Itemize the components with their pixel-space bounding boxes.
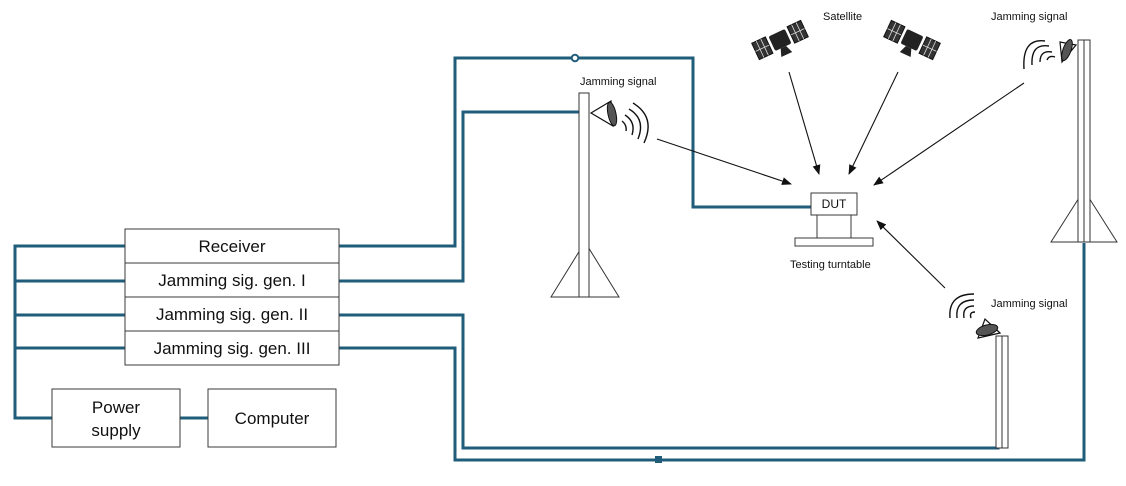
dut-label: DUT xyxy=(822,197,847,211)
jamming-gen-3-label: Jamming sig. gen. III xyxy=(154,339,311,358)
dut-box xyxy=(810,192,858,216)
jamming-signal-left-label: Jamming signal xyxy=(580,76,656,88)
cable-connector-bottom xyxy=(655,456,662,463)
power-supply-box xyxy=(51,388,181,448)
bottom-right-horn-antenna-icon xyxy=(975,317,1002,339)
jamming-gen-2-label: Jamming sig. gen. II xyxy=(156,305,308,324)
left-horn-antenna-icon xyxy=(589,99,618,128)
power-supply-label-line2: supply xyxy=(91,421,141,440)
jamming-signal-bottom-right-label: Jamming signal xyxy=(991,298,1067,310)
top-right-horn-antenna-icon xyxy=(1059,39,1078,64)
cable-connector-top xyxy=(570,53,580,63)
power-supply-block: Power supply xyxy=(51,388,181,448)
jamming-gen-1-label: Jamming sig. gen. I xyxy=(158,271,305,290)
arrow-bottom-right-jammer-to-dut xyxy=(876,220,946,289)
satellite-right-icon xyxy=(883,19,941,61)
bottom-right-antenna-mast xyxy=(995,335,1009,449)
computer-block: Computer xyxy=(207,388,337,448)
top-right-antenna-mast xyxy=(1050,39,1118,243)
arrow-left-jammer-to-dut xyxy=(656,138,792,185)
satellite-left-icon xyxy=(751,19,809,61)
signal-arrows xyxy=(656,71,1025,289)
computer-box xyxy=(207,388,337,448)
left-signal-waves-icon xyxy=(621,102,649,144)
gen2-antenna-cable xyxy=(339,313,1000,450)
gen1-antenna-cable xyxy=(339,110,589,283)
computer-label: Computer xyxy=(235,409,310,428)
testing-turntable: DUT xyxy=(794,192,874,247)
receiver-dut-cable xyxy=(339,56,811,248)
gen3-antenna-cable xyxy=(339,243,1086,462)
bottom-right-signal-waves-icon xyxy=(949,293,976,319)
jamming-gen-1-box xyxy=(124,262,340,298)
left-bus-cable xyxy=(13,244,125,420)
power-supply-label-line1: Power xyxy=(92,398,141,417)
satellite-label: Satellite xyxy=(823,11,862,23)
arrow-top-right-jammer-to-dut xyxy=(873,82,1025,186)
jamming-gen-2-box xyxy=(124,296,340,332)
arrow-satellite-left-to-dut xyxy=(788,71,821,175)
testing-turntable-label: Testing turntable xyxy=(790,259,871,271)
instrument-stack: Receiver Jamming sig. gen. I Jamming sig… xyxy=(124,228,340,366)
top-right-signal-waves-icon xyxy=(1023,40,1056,70)
jamming-signal-top-right-label: Jamming signal xyxy=(991,11,1067,23)
jamming-gen-3-box xyxy=(124,330,340,366)
left-antenna-mast xyxy=(550,92,620,298)
arrow-satellite-right-to-dut xyxy=(848,71,899,175)
receiver-label: Receiver xyxy=(198,237,265,256)
